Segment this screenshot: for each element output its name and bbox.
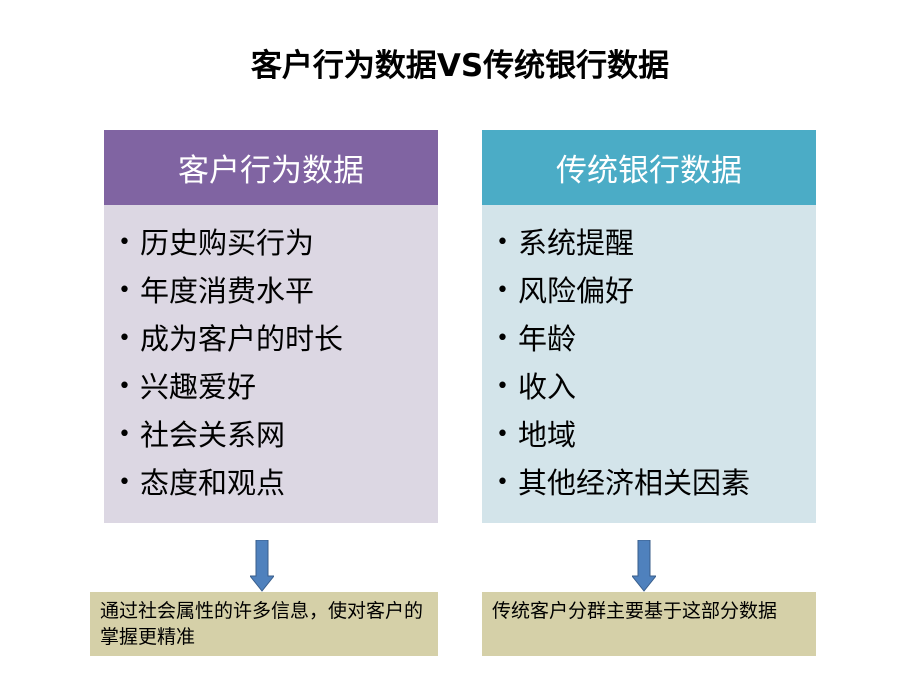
down-arrow-icon [632,540,656,592]
bullet-icon: • [118,326,131,351]
bullet-icon: • [118,230,131,255]
bullet-icon: • [118,374,131,399]
diagram-title: 客户行为数据VS传统银行数据 [250,48,670,84]
list-item-label: 年度消费水平 [140,274,315,308]
down-arrow-icon [250,540,274,592]
bullet-icon: • [496,374,509,399]
list-item: • 其他经济相关因素 [496,459,816,507]
list-item: • 地域 [496,411,816,459]
list-item-label: 系统提醒 [518,226,635,260]
traditional-bank-body: • 系统提醒 • 风险偏好 • 年龄 • 收入 • 地域 • 其他经济相关因素 [482,205,816,523]
list-item: • 态度和观点 [118,459,438,507]
list-item-label: 其他经济相关因素 [518,466,751,500]
list-item: • 历史购买行为 [118,219,438,267]
list-item-label: 年龄 [518,322,577,356]
customer-behavior-header: 客户行为数据 [104,130,438,205]
list-item-label: 地域 [518,418,577,452]
list-item: • 年龄 [496,315,816,363]
list-item: • 成为客户的时长 [118,315,438,363]
traditional-bank-header: 传统银行数据 [482,130,816,205]
bullet-icon: • [118,422,131,447]
bullet-icon: • [118,278,131,303]
list-item: • 社会关系网 [118,411,438,459]
list-item-label: 态度和观点 [140,466,286,500]
list-item: • 系统提醒 [496,219,816,267]
customer-behavior-panel: 客户行为数据 • 历史购买行为 • 年度消费水平 • 成为客户的时长 • 兴趣爱好 • 社… [104,130,438,523]
list-item-label: 历史购买行为 [140,226,315,260]
traditional-bank-note: 传统客户分群主要基于这部分数据 [482,592,816,656]
customer-behavior-body: • 历史购买行为 • 年度消费水平 • 成为客户的时长 • 兴趣爱好 • 社会关系网 • 态… [104,205,438,523]
list-item-label: 成为客户的时长 [140,322,344,356]
list-item: • 风险偏好 [496,267,816,315]
list-item: • 兴趣爱好 [118,363,438,411]
list-item: • 年度消费水平 [118,267,438,315]
bullet-icon: • [496,230,509,255]
bullet-icon: • [496,422,509,447]
bullet-icon: • [118,470,131,495]
bullet-icon: • [496,470,509,495]
bullet-icon: • [496,326,509,351]
list-item-label: 风险偏好 [518,274,635,308]
list-item-label: 社会关系网 [140,418,286,452]
bullet-icon: • [496,278,509,303]
list-item: • 收入 [496,363,816,411]
traditional-bank-panel: 传统银行数据 • 系统提醒 • 风险偏好 • 年龄 • 收入 • 地域 • 其他经济相关因素 [482,130,816,523]
list-item-label: 收入 [518,370,577,404]
list-item-label: 兴趣爱好 [140,370,257,404]
customer-behavior-note: 通过社会属性的许多信息，使对客户的掌握更精准 [90,592,438,656]
